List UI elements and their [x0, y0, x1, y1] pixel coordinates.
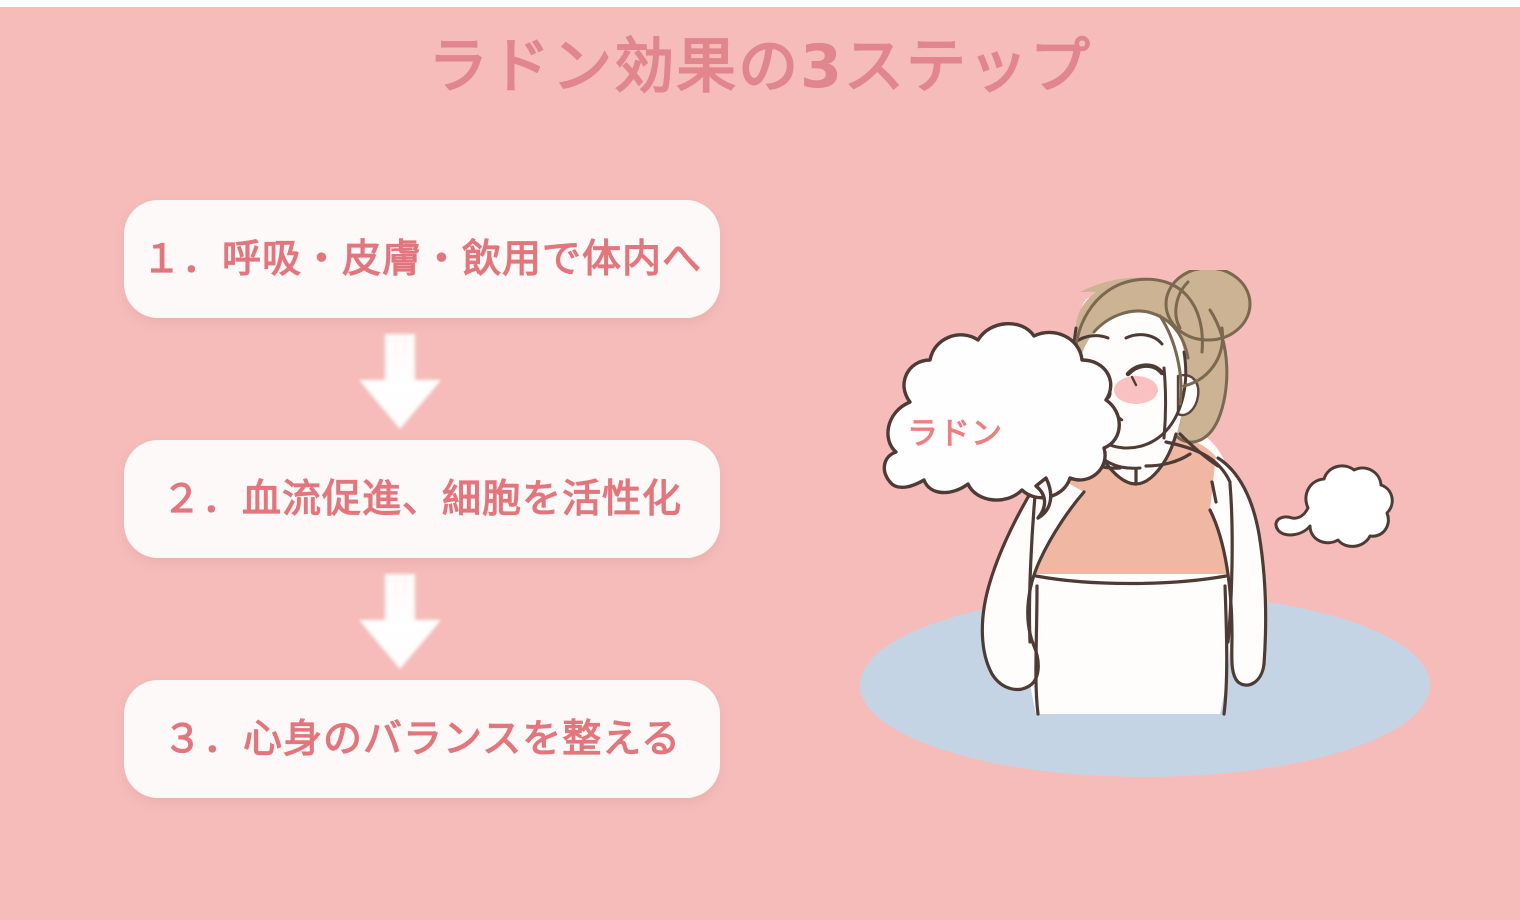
step-3-label: ３．心身のバランスを整える: [162, 716, 682, 762]
page-title: ラドン効果の3ステップ: [428, 32, 1092, 102]
woman-hair-outline: [1074, 266, 1252, 444]
woman-hair-bun: [1166, 268, 1250, 340]
step-1-label: １．呼吸・皮膚・飲用で体内へ: [141, 236, 702, 282]
steam-cloud-icon: [1274, 464, 1394, 548]
speech-bubble-label: ラドン: [907, 416, 1003, 452]
step-card-2: ２．血流促進、細胞を活性化: [124, 440, 720, 558]
down-arrow-icon-2: [355, 572, 445, 672]
step-card-3: ３．心身のバランスを整える: [124, 680, 720, 798]
speech-bubble-cloud: [882, 321, 1121, 520]
illustration-woman-bathing: [840, 266, 1460, 810]
down-arrow-icon-1: [355, 332, 445, 432]
woman-right-arm: [1210, 456, 1265, 686]
step-2-label: ２．血流促進、細胞を活性化: [161, 476, 682, 522]
woman-blush: [1114, 376, 1158, 404]
step-card-1: １．呼吸・皮膚・飲用で体内へ: [124, 200, 720, 318]
